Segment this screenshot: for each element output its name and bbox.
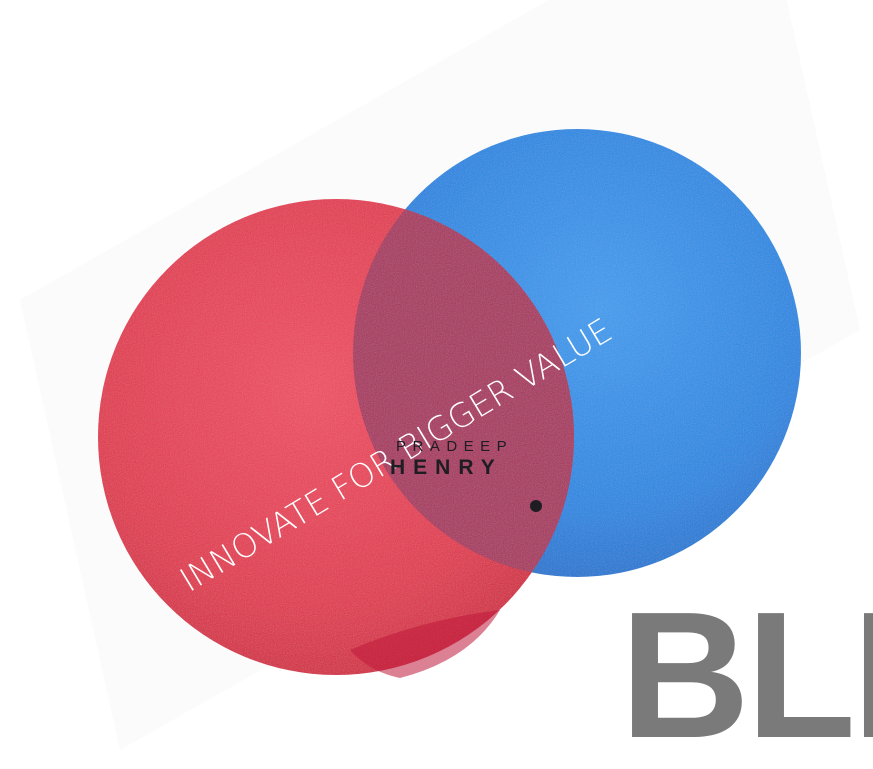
brand-dot-icon <box>530 500 542 512</box>
overlap-region <box>353 199 574 577</box>
brand-last-name: HENRY <box>390 456 503 479</box>
red-shadow <box>350 610 500 678</box>
big-heading-text: BLE <box>620 575 873 769</box>
brand-first-name: PRADEEP <box>396 438 514 455</box>
brand-logo: PRADEEP HENRY <box>390 438 560 480</box>
